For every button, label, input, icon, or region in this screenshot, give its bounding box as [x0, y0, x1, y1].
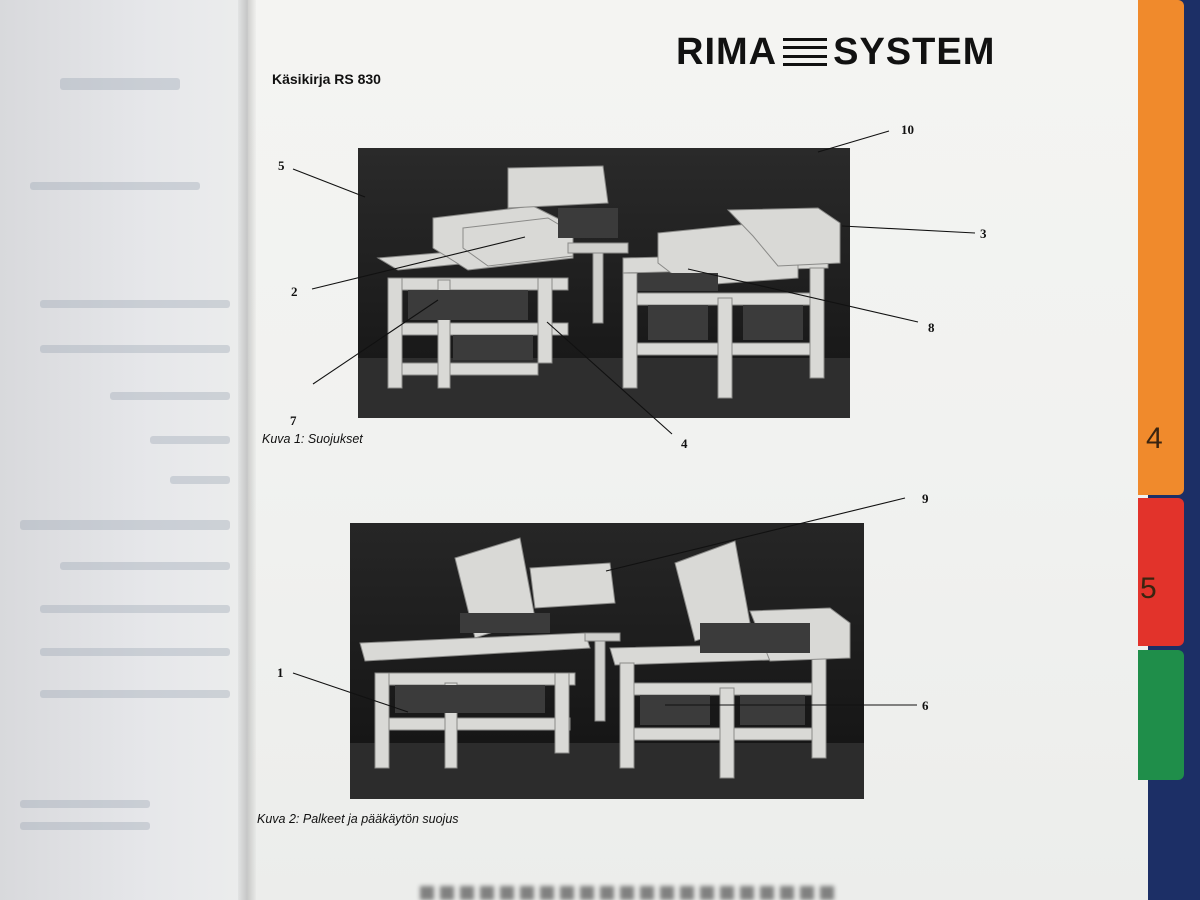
- ghost-line: [110, 392, 230, 400]
- callout-number: 6: [922, 698, 929, 713]
- tab-section-4[interactable]: 4: [1138, 0, 1184, 495]
- brand-logo: RIMA SYSTEM: [676, 30, 995, 74]
- callout-number: 7: [290, 413, 297, 428]
- figure-2-photo: [350, 523, 864, 799]
- facing-page: [0, 0, 250, 900]
- ghost-line: [30, 182, 200, 190]
- ghost-line: [20, 822, 150, 830]
- figure-2-caption: Kuva 2: Palkeet ja pääkäytön suojus: [257, 812, 459, 826]
- callout-number: 10: [901, 122, 914, 137]
- manual-title: Käsikirja RS 830: [272, 71, 381, 87]
- blurred-footer-text: [420, 886, 840, 900]
- brand-name-left: RIMA: [676, 30, 778, 73]
- ghost-line: [40, 690, 230, 698]
- ghost-line: [20, 520, 230, 530]
- callout-number: 3: [980, 226, 987, 241]
- callout-number: 5: [278, 158, 285, 173]
- tab-label: 5: [1140, 572, 1157, 605]
- ghost-line: [40, 648, 230, 656]
- ghost-line: [40, 300, 230, 308]
- callout-number: 4: [681, 436, 688, 451]
- ghost-line: [60, 562, 230, 570]
- ghost-line: [20, 800, 150, 808]
- callout-number: 2: [291, 284, 298, 299]
- ghost-heading: [60, 78, 180, 90]
- brand-bars-icon: [783, 38, 828, 66]
- page-gutter-shadow: [238, 0, 256, 900]
- callout-number: 1: [277, 665, 284, 680]
- callout-number: 8: [928, 320, 935, 335]
- tab-section-6[interactable]: [1138, 650, 1184, 780]
- callout-number: 9: [922, 491, 929, 506]
- tab-label: 4: [1146, 422, 1163, 455]
- ghost-line: [150, 436, 230, 444]
- figure-1-caption: Kuva 1: Suojukset: [262, 432, 363, 446]
- figure-1-photo: [358, 148, 850, 418]
- ghost-line: [40, 345, 230, 353]
- tab-section-5[interactable]: 5: [1138, 498, 1184, 646]
- brand-name-right: SYSTEM: [833, 30, 996, 73]
- ghost-line: [170, 476, 230, 484]
- ghost-line: [40, 605, 230, 613]
